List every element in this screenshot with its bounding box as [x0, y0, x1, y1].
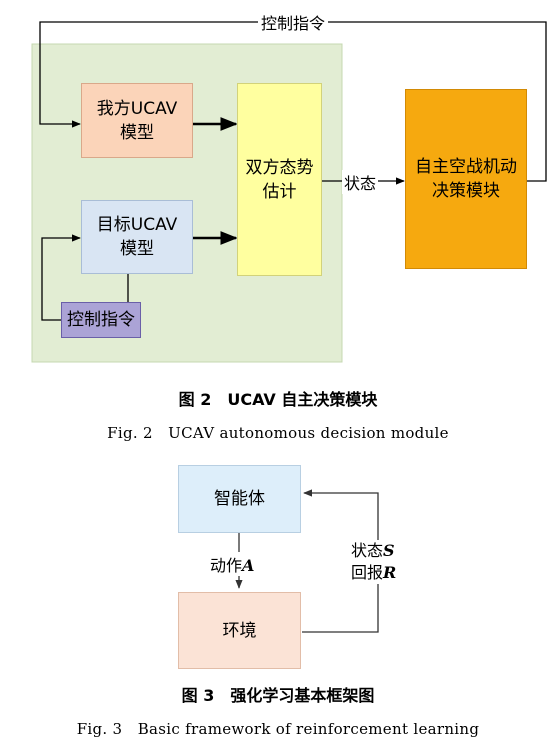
own-ucav-model-box: 我方UCAV 模型 — [81, 83, 193, 158]
state-line: 状态S — [351, 540, 396, 562]
top-command-label: 控制指令 — [258, 10, 329, 34]
fig3-caption-en: Fig. 3 Basic framework of reinforcement … — [76, 720, 480, 738]
state-reward-label: 状态S 回报R — [349, 540, 399, 584]
state-label: 状态 — [342, 170, 379, 194]
action-symbol: A — [242, 556, 255, 575]
state-text: 状态 — [351, 541, 384, 560]
action-text: 动作 — [210, 556, 243, 575]
fig2-caption-cn: 图 2 UCAV 自主决策模块 — [178, 390, 378, 409]
fig2-caption-en: Fig. 2 UCAV autonomous decision module — [107, 424, 449, 442]
agent-box: 智能体 — [178, 465, 301, 533]
action-label: 动作A — [208, 552, 257, 576]
environment-box: 环境 — [178, 592, 301, 669]
reward-symbol: R — [383, 563, 397, 582]
target-ucav-model-box: 目标UCAV 模型 — [81, 200, 193, 274]
situation-estimation-box: 双方态势 估计 — [237, 83, 322, 276]
control-command-box: 控制指令 — [61, 302, 141, 338]
reward-text: 回报 — [351, 563, 384, 582]
state-symbol: S — [383, 541, 395, 560]
fig3-caption-cn: 图 3 强化学习基本框架图 — [181, 686, 375, 705]
decision-module-box: 自主空战机动 决策模块 — [405, 89, 527, 269]
reward-line: 回报R — [351, 562, 396, 584]
